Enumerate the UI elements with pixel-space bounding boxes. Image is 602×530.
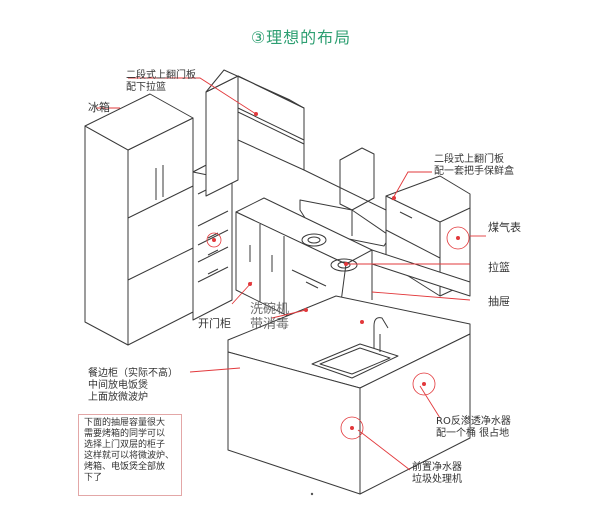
- note-line: 选择上门双层的柜子: [84, 440, 166, 450]
- fridge-side: [127, 117, 194, 346]
- label-dishwasher-line2: 带消毒: [250, 317, 290, 332]
- diagram-title: ③理想的布局: [250, 28, 352, 47]
- burner-1: [301, 233, 327, 247]
- label-ro-line2: 配一个桶 很占地: [436, 428, 510, 439]
- oven-note-box: 下面的抽屉容量很大 需要烤箱的同学可以 选择上门双层的柜子 这样就可以将微波炉、…: [78, 414, 182, 496]
- marker-drawer: [360, 320, 364, 324]
- label-ro-line1: RO反渗透净水器: [436, 416, 511, 427]
- label-dishwasher-line1: 洗碗机: [250, 302, 290, 317]
- countertop-right: [371, 249, 471, 297]
- label-ro-filter: RO反渗透净水器 配一个桶 很占地: [436, 416, 511, 440]
- label-pre-filter: 前置净水器 垃圾处理机: [412, 462, 462, 486]
- label-dishwasher: 洗碗机 带消毒: [250, 302, 289, 332]
- marker-top-flip-left: [254, 112, 258, 116]
- label-gas-meter: 煤气表: [488, 221, 521, 234]
- marker-gas-meter: [456, 236, 460, 240]
- marker-top-flip-right: [392, 196, 396, 200]
- label-door-cabinet: 开门柜: [198, 317, 231, 330]
- label-side-cabinet-line3: 上面放微波炉: [88, 392, 148, 403]
- label-fridge: 冰箱: [88, 101, 110, 114]
- note-line: 这样就可以将微波炉、: [84, 451, 175, 461]
- range-hood-chimney: [339, 147, 375, 211]
- marker-pre-filter: [350, 426, 354, 430]
- note-line: 下面的抽屉容量很大: [84, 418, 166, 428]
- island-side: [359, 333, 471, 495]
- note-line: 下了: [84, 473, 103, 483]
- upper-cabinet-top: [205, 69, 305, 109]
- faucet: [373, 317, 389, 348]
- marker-door-cabinet: [248, 282, 252, 286]
- label-pre-filter-line2: 垃圾处理机: [412, 474, 462, 485]
- fridge-front: [84, 125, 129, 346]
- marker-pull-basket: [344, 262, 348, 266]
- note-line: 烤箱、电饭煲全部放: [84, 462, 166, 472]
- burner-2: [330, 258, 358, 272]
- label-drawer: 抽屉: [488, 295, 510, 308]
- label-side-cabinet-line1: 餐边柜（实际不高）: [88, 368, 178, 379]
- upper-cabinet-left: [205, 75, 239, 197]
- upper-cabinet-front: [237, 75, 305, 171]
- label-top-flip-left-line1: 二段式上翻门板: [126, 70, 196, 81]
- label-top-flip-right: 二段式上翻门板 配一套把手保鲜盒: [434, 154, 514, 178]
- label-side-cabinet: 餐边柜（实际不高） 中间放电饭煲 上面放微波炉: [88, 368, 178, 404]
- fridge-top: [84, 93, 194, 151]
- label-pre-filter-line1: 前置净水器: [412, 462, 462, 473]
- label-top-flip-right-line1: 二段式上翻门板: [434, 154, 504, 165]
- note-line: 需要烤箱的同学可以: [84, 429, 166, 439]
- label-top-flip-right-line2: 配一套把手保鲜盒: [434, 166, 514, 177]
- marker-dishwasher: [304, 308, 308, 312]
- marker-ro: [422, 382, 426, 386]
- label-pull-basket: 拉篮: [488, 261, 510, 274]
- label-top-flip-left: 二段式上翻门板 配下拉篮: [126, 70, 196, 94]
- label-side-cabinet-line2: 中间放电饭煲: [88, 380, 148, 391]
- label-top-flip-left-line2: 配下拉篮: [126, 82, 166, 93]
- marker-side-cabinet: [212, 238, 216, 242]
